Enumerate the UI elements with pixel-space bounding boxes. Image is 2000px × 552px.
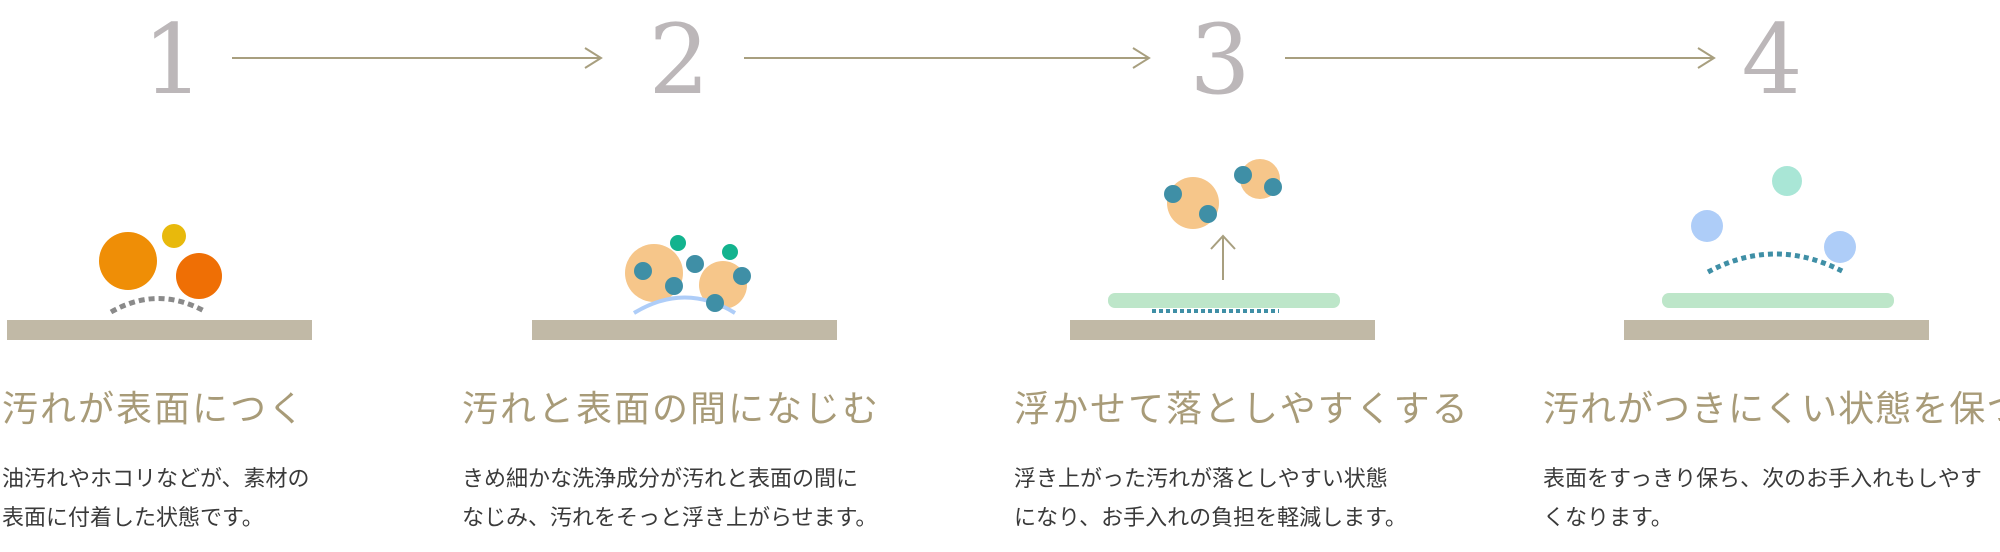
green-particle bbox=[670, 235, 686, 251]
arrow-1-to-2 bbox=[232, 47, 603, 69]
step-3-desc-line: になり、お手入れの負担を軽減します。 bbox=[1014, 506, 1407, 531]
dirt-particle-small bbox=[162, 224, 186, 248]
adhesion-dotted-arc bbox=[109, 296, 208, 315]
step-3-illustration bbox=[1070, 159, 1375, 340]
surface-bar bbox=[1070, 320, 1375, 340]
step-3-description: 浮き上がった汚れが落としやすい状態 になり、お手入れの負担を軽減します。 bbox=[1014, 460, 1484, 538]
step-1-desc-line: 油汚れやホコリなどが、素材の bbox=[2, 467, 310, 492]
cleaning-agent bbox=[1199, 205, 1217, 223]
dirt-particle-medium bbox=[176, 253, 222, 299]
step-3-desc-line: 浮き上がった汚れが落としやすい状態 bbox=[1014, 467, 1388, 492]
cleaning-agent bbox=[733, 267, 751, 285]
step-4-number: 4 bbox=[1741, 4, 1803, 116]
step-3-title: 浮かせて落としやすくする bbox=[1014, 389, 1470, 430]
green-particle bbox=[722, 244, 738, 260]
cleaning-agent bbox=[686, 255, 704, 273]
coating-layer bbox=[1108, 293, 1340, 308]
cleaning-agent bbox=[1164, 185, 1182, 203]
arrow-2-to-3 bbox=[744, 47, 1151, 69]
step-1-illustration bbox=[7, 224, 312, 340]
step-4-title: 汚れがつきにくい状態を保つ bbox=[1543, 389, 2000, 430]
step-2-description: きめ細かな洗浄成分が汚れと表面の間に なじみ、汚れをそっと浮き上がらせます。 bbox=[462, 460, 932, 538]
step-2-desc-line: きめ細かな洗浄成分が汚れと表面の間に bbox=[462, 467, 859, 492]
step-4-desc-line: くなります。 bbox=[1543, 506, 1673, 531]
surface-bar bbox=[1624, 320, 1929, 340]
step-2-desc-line: なじみ、汚れをそっと浮き上がらせます。 bbox=[462, 506, 878, 531]
repelled-particle bbox=[1772, 166, 1802, 196]
step-4-description: 表面をすっきり保ち、次のお手入れもしやす くなります。 bbox=[1543, 460, 2000, 538]
step-4-illustration bbox=[1624, 166, 1929, 340]
surface-bar bbox=[532, 320, 837, 340]
cleaning-agent bbox=[1264, 178, 1282, 196]
coating-layer bbox=[1662, 293, 1894, 308]
step-1-title: 汚れが表面につく bbox=[2, 389, 307, 430]
step-2-title: 汚れと表面の間になじむ bbox=[462, 389, 881, 430]
dirt-particle-large bbox=[99, 232, 157, 290]
protection-dotted-arc bbox=[1706, 251, 1846, 275]
arrow-3-to-4 bbox=[1285, 47, 1716, 69]
lift-arrow-head bbox=[1210, 234, 1236, 250]
surface-bar bbox=[7, 320, 312, 340]
cleaning-agent bbox=[665, 277, 683, 295]
step-1-desc-line: 表面に付着した状態です。 bbox=[2, 506, 264, 531]
step-2-illustration bbox=[532, 235, 837, 340]
step-1-description: 油汚れやホコリなどが、素材の 表面に付着した状態です。 bbox=[2, 460, 472, 538]
step-4-desc-line: 表面をすっきり保ち、次のお手入れもしやす bbox=[1543, 467, 1982, 492]
cleaning-agent bbox=[634, 262, 652, 280]
cleaning-agent bbox=[706, 294, 724, 312]
repelled-particle bbox=[1691, 210, 1723, 242]
repelled-particle bbox=[1824, 231, 1856, 263]
cleaning-agent bbox=[1234, 166, 1252, 184]
lifting-film-arc bbox=[632, 295, 737, 315]
step-2-number: 2 bbox=[648, 4, 710, 116]
step-1-number: 1 bbox=[142, 4, 204, 116]
step-3-number: 3 bbox=[1189, 4, 1251, 116]
